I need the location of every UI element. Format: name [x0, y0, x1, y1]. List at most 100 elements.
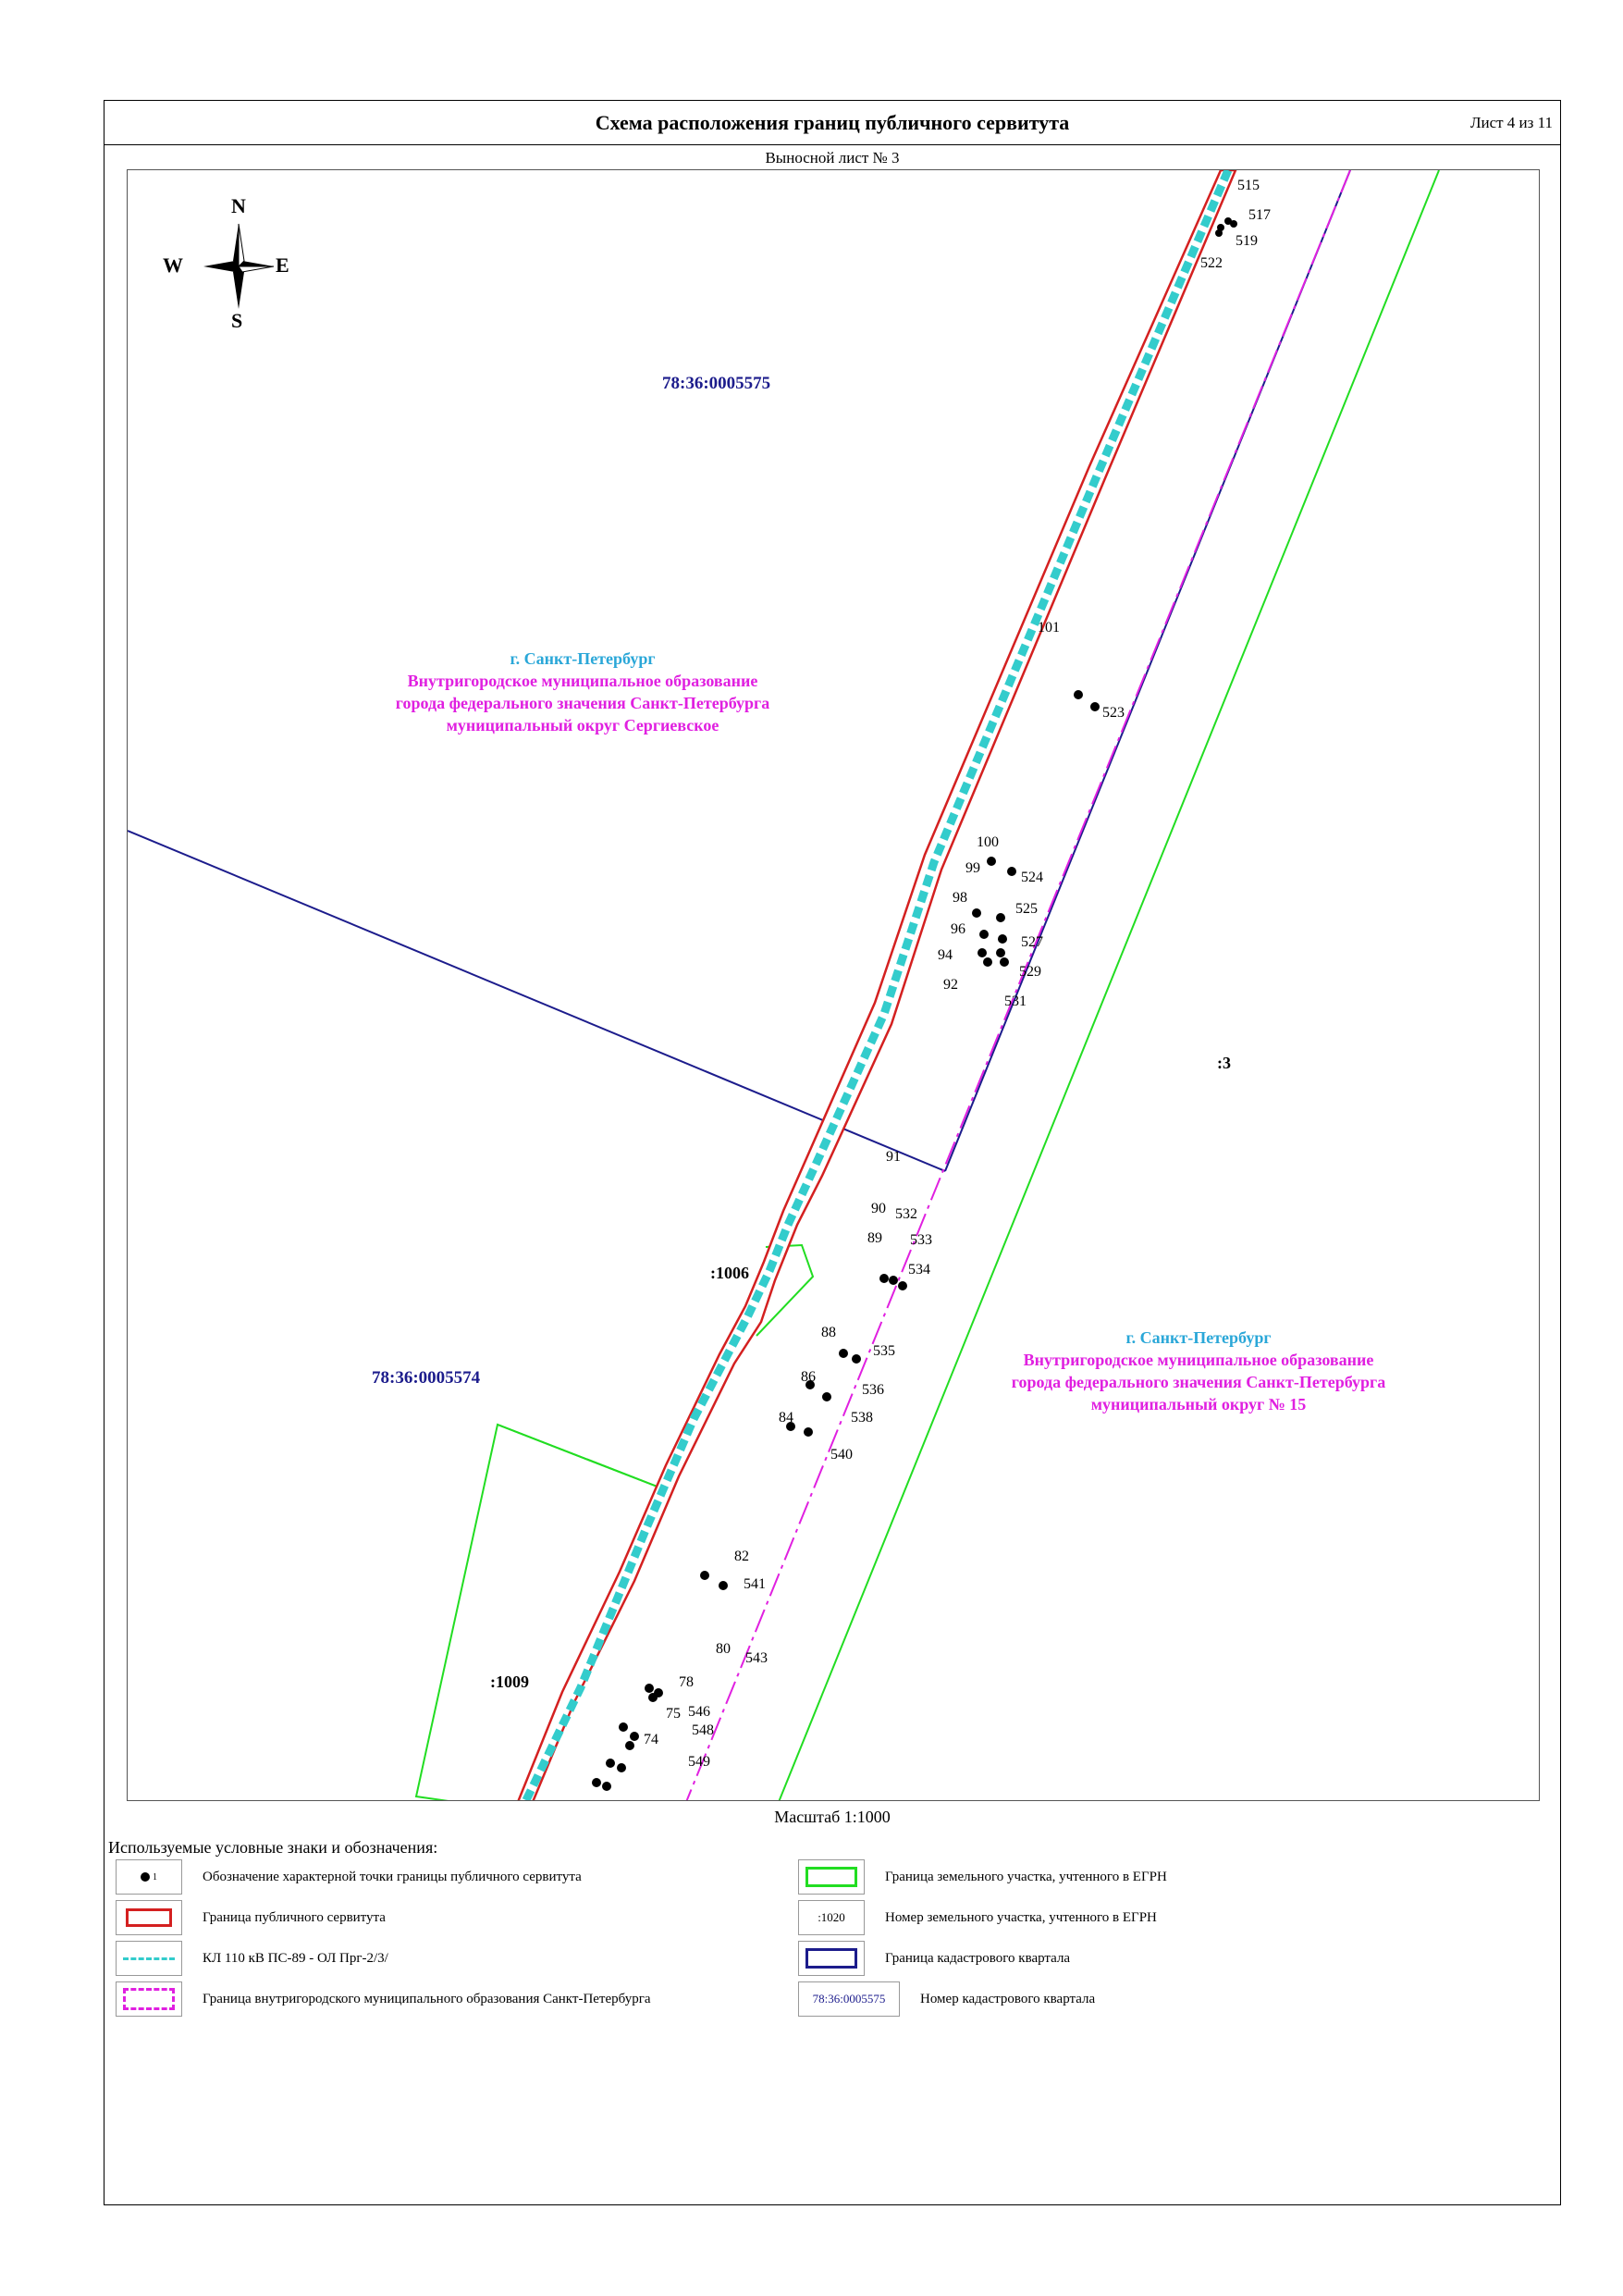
red-box-icon	[126, 1908, 172, 1927]
parcel-boundary-line	[778, 170, 1440, 1800]
legend: 1 Обозначение характерной точки границы …	[116, 1858, 1540, 2034]
sheet-number: Лист 4 из 11	[1469, 114, 1553, 131]
point-label: 529	[1019, 964, 1041, 980]
point-label: 534	[908, 1262, 930, 1278]
compass-e: E	[276, 253, 289, 277]
legend-label: Номер кадастрового квартала	[920, 1991, 1096, 2006]
district-east-city: г. Санкт-Петербург	[1125, 1328, 1272, 1347]
sheet-subtitle: Выносной лист № 3	[765, 149, 900, 167]
quarter-boundary-line	[128, 830, 946, 1172]
point-label: 546	[688, 1704, 710, 1720]
point-label: 525	[1015, 901, 1038, 917]
point-label: 78	[679, 1674, 694, 1690]
legend-title: Используемые условные знаки и обозначени…	[108, 1838, 438, 1857]
quarter-number-symbol: 78:36:0005575	[812, 1992, 886, 2006]
point-label: 517	[1248, 207, 1271, 223]
legend-label: Граница кадастрового квартала	[885, 1950, 1071, 1966]
point-label: 98	[953, 890, 967, 906]
sheet-title: Схема расположения границ публичного сер…	[595, 111, 1070, 134]
point-label: 86	[801, 1369, 816, 1385]
district-east-label: г. Санкт-Петербург Внутригородское муниц…	[958, 1327, 1439, 1415]
point-label: 100	[977, 834, 999, 850]
parcel-1009-boundary-top	[497, 1424, 668, 1491]
cyan-dash-icon	[123, 1957, 175, 1960]
legend-label: Граница земельного участка, учтенного в …	[885, 1869, 1167, 1884]
point-label: 519	[1236, 233, 1258, 249]
point-label: 532	[895, 1206, 917, 1222]
point-label: 89	[867, 1230, 882, 1246]
point-label: 548	[692, 1722, 714, 1738]
point-label: 540	[830, 1447, 853, 1463]
point-label: 515	[1237, 178, 1260, 193]
district-west-line: города федерального значения Санкт-Петер…	[395, 694, 770, 712]
legend-label: Обозначение характерной точки границы пу…	[203, 1869, 582, 1884]
scale-label: Масштаб 1:1000	[774, 1808, 891, 1826]
point-label: 90	[871, 1201, 886, 1216]
point-symbol-icon: 1	[141, 1872, 157, 1882]
quarter-label: 78:36:0005574	[372, 1368, 481, 1388]
point-label: 101	[1038, 620, 1060, 636]
compass-s: S	[231, 309, 243, 332]
point-label: 94	[938, 947, 953, 963]
point-label: 541	[744, 1576, 766, 1592]
legend-label: Граница публичного сервитута	[203, 1909, 386, 1925]
point-label: 75	[666, 1706, 681, 1722]
district-west-line: Внутригородское муниципальное образовани…	[407, 672, 758, 690]
compass-n: N	[231, 194, 246, 217]
district-east-line: города федерального значения Санкт-Петер…	[1011, 1373, 1386, 1391]
point-label: 531	[1004, 994, 1027, 1009]
compass-rose-icon	[203, 223, 275, 309]
legend-item-point: 1 Обозначение характерной точки границы …	[116, 1858, 582, 1895]
boundary-points	[592, 217, 1237, 1791]
district-west-label: г. Санкт-Петербург Внутригородское муниц…	[351, 648, 814, 736]
servitude-boundary	[517, 170, 1237, 1800]
point-label: 522	[1200, 255, 1223, 271]
parcel-number-symbol: :1020	[818, 1910, 845, 1924]
legend-symbol-box: :1020	[798, 1900, 865, 1935]
point-label: 524	[1021, 870, 1043, 885]
legend-item-parcel: Граница земельного участка, учтенного в …	[798, 1858, 1167, 1895]
legend-item-parcel-number: :1020 Номер земельного участка, учтенног…	[798, 1899, 1157, 1936]
point-label: 91	[886, 1149, 901, 1165]
legend-symbol-box	[116, 1900, 182, 1935]
point-label: 527	[1021, 934, 1043, 950]
legend-label: КЛ 110 кВ ПС-89 - ОЛ Прг-2/3/	[203, 1950, 388, 1966]
map-area[interactable]: N S W E 78:36:0005575 78:36:0005574 :3 :…	[127, 169, 1540, 1801]
municipal-boundary-line	[685, 170, 1351, 1800]
cable-line	[521, 170, 1233, 1800]
green-box-icon	[805, 1867, 857, 1887]
district-east-line: муниципальный округ № 15	[1090, 1395, 1307, 1413]
legend-symbol-box	[116, 1981, 182, 2017]
point-label: 74	[644, 1732, 658, 1747]
point-label: 82	[734, 1549, 749, 1564]
parcel-label: :1006	[710, 1264, 749, 1282]
district-west-city: г. Санкт-Петербург	[510, 649, 656, 668]
legend-item-quarter: Граница кадастрового квартала	[798, 1940, 1070, 1977]
point-label: 538	[851, 1410, 873, 1426]
point-label: 523	[1102, 705, 1125, 721]
point-label: 96	[951, 921, 965, 937]
blue-box-icon	[805, 1948, 857, 1969]
point-label: 88	[821, 1325, 836, 1340]
legend-item-cable: КЛ 110 кВ ПС-89 - ОЛ Прг-2/3/	[116, 1940, 388, 1977]
quarter-boundary-line-2	[944, 170, 1351, 1172]
legend-label: Номер земельного участка, учтенного в ЕГ…	[885, 1909, 1157, 1925]
legend-item-servitude: Граница публичного сервитута	[116, 1899, 386, 1936]
point-label: 80	[716, 1641, 731, 1657]
parcel-label: :3	[1217, 1054, 1231, 1072]
legend-symbol-box	[798, 1859, 865, 1895]
legend-symbol-box: 1	[116, 1859, 182, 1895]
legend-item-quarter-number: 78:36:0005575 Номер кадастрового квартал…	[798, 1981, 1095, 2018]
point-label: 543	[745, 1650, 768, 1666]
point-label: 536	[862, 1382, 884, 1398]
point-label: 84	[779, 1410, 793, 1426]
magenta-box-icon	[123, 1988, 175, 2010]
legend-symbol-box: 78:36:0005575	[798, 1981, 900, 2017]
point-label: 99	[965, 860, 980, 876]
legend-item-municipal: Граница внутригородского муниципального …	[116, 1981, 651, 2018]
point-symbol-text: 1	[153, 1871, 157, 1882]
point-label: 549	[688, 1754, 710, 1770]
title-row: Схема расположения границ публичного сер…	[105, 101, 1560, 145]
legend-symbol-box	[798, 1941, 865, 1976]
sheet-frame: Схема расположения границ публичного сер…	[104, 100, 1561, 2205]
